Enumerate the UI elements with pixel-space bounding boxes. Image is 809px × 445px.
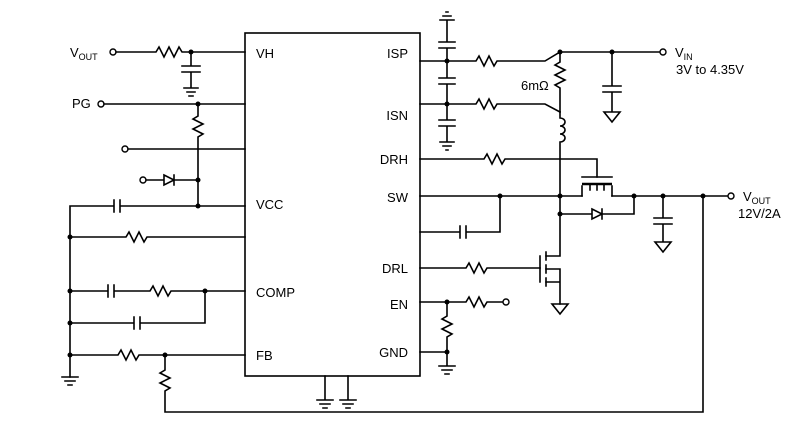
low-side-fet: [419, 213, 570, 316]
switch-node: [419, 193, 635, 239]
en-network: [419, 295, 510, 353]
pin-vcc-label: VCC: [256, 197, 283, 212]
vout-input-label: VOUT: [70, 45, 98, 62]
pin-isn-label: ISN: [386, 108, 408, 123]
vin-network: VIN 3V to 4.35V: [557, 45, 744, 124]
pin-fb-label: FB: [256, 348, 273, 363]
controller-ic: [244, 32, 421, 377]
sense-resistor-value: 6mΩ: [521, 78, 549, 93]
ic-ground-pins: [316, 375, 357, 409]
pg-network: PG: [72, 96, 246, 209]
pin-drh-label: DRH: [380, 152, 408, 167]
vcc-diode-input: [139, 173, 199, 187]
vout-network: VOUT 12V/2A: [631, 189, 781, 254]
current-sense-filter: [419, 11, 562, 151]
pin-en-label: EN: [390, 297, 408, 312]
vout-label: VOUT: [743, 189, 771, 206]
gnd-network: [419, 349, 456, 375]
pin-isp-label: ISP: [387, 46, 408, 61]
vin-range: 3V to 4.35V: [676, 62, 744, 77]
pin-gnd-label: GND: [379, 345, 408, 360]
vcc-network: [61, 199, 246, 386]
pin-comp-label: COMP: [256, 285, 295, 300]
inductor: [559, 111, 566, 197]
fb-network: [69, 195, 704, 413]
aux-input: [121, 145, 246, 153]
vout-rating: 12V/2A: [738, 206, 781, 221]
pin-sw-label: SW: [387, 190, 409, 205]
pin-drl-label: DRL: [382, 261, 408, 276]
vh-input-network: VOUT: [70, 45, 246, 97]
pin-vh-label: VH: [256, 46, 274, 61]
sense-resistor: 6mΩ: [521, 51, 567, 113]
pg-label: PG: [72, 96, 91, 111]
high-side-fet: [419, 152, 635, 197]
vin-label: VIN: [675, 45, 693, 62]
comp-network: [69, 284, 246, 330]
